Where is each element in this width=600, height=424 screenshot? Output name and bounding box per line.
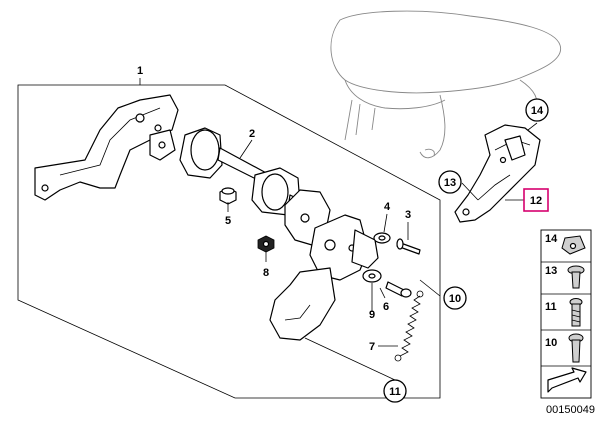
bolt-6: [385, 281, 412, 298]
callout-9[interactable]: 9: [369, 309, 375, 321]
bolt-3: [396, 238, 421, 255]
svg-text:12: 12: [530, 195, 542, 207]
callout-11[interactable]: 11: [383, 379, 407, 403]
callout-5[interactable]: 5: [225, 215, 231, 227]
left-bracket: [34, 94, 179, 201]
svg-text:14: 14: [545, 233, 558, 245]
leader-lines: [139, 78, 538, 381]
callout-1[interactable]: 1: [137, 65, 143, 77]
diagram-id: 00150049: [546, 404, 595, 416]
callout-13[interactable]: 13: [438, 170, 462, 194]
svg-text:9: 9: [369, 309, 375, 321]
svg-text:11: 11: [389, 386, 401, 398]
svg-text:8: 8: [263, 267, 269, 279]
washer-9: [362, 269, 382, 283]
svg-text:13: 13: [545, 265, 557, 277]
callout-6[interactable]: 6: [383, 301, 389, 313]
callout-14[interactable]: 14: [525, 98, 549, 122]
svg-text:6: 6: [383, 301, 389, 313]
svg-text:10: 10: [545, 337, 557, 349]
legend-panel: 14 13 11 10: [540, 229, 592, 399]
callout-2[interactable]: 2: [249, 128, 255, 140]
svg-text:13: 13: [444, 177, 456, 189]
svg-text:00150049: 00150049: [546, 404, 595, 416]
svg-text:11: 11: [545, 301, 557, 313]
svg-text:5: 5: [225, 215, 231, 227]
callout-10[interactable]: 10: [443, 286, 467, 310]
svg-text:14: 14: [531, 105, 544, 117]
callout-4[interactable]: 4: [384, 201, 391, 213]
svg-text:4: 4: [384, 201, 391, 213]
arrow-icon[interactable]: [547, 367, 587, 393]
seat-ghost-outline: [330, 10, 562, 159]
svg-text:2: 2: [249, 128, 255, 140]
callout-8[interactable]: 8: [263, 267, 269, 279]
callout-3[interactable]: 3: [405, 209, 411, 221]
svg-text:3: 3: [405, 209, 411, 221]
washer-4: [373, 232, 391, 244]
legend-row-11[interactable]: 11: [545, 298, 583, 327]
svg-text:1: 1: [137, 65, 143, 77]
legend-row-13[interactable]: 13: [545, 265, 585, 289]
fastener-5: [219, 187, 237, 205]
spring: [394, 290, 424, 362]
svg-text:10: 10: [449, 293, 461, 305]
assembly-frame: [17, 84, 441, 399]
callout-12-highlighted[interactable]: 12: [523, 188, 549, 212]
svg-text:7: 7: [369, 341, 375, 353]
fastener-8: [257, 235, 275, 253]
legend-row-10[interactable]: 10: [545, 333, 584, 363]
callout-7[interactable]: 7: [369, 341, 375, 353]
right-bracket: [269, 189, 379, 341]
legend-row-14[interactable]: 14: [545, 233, 586, 255]
